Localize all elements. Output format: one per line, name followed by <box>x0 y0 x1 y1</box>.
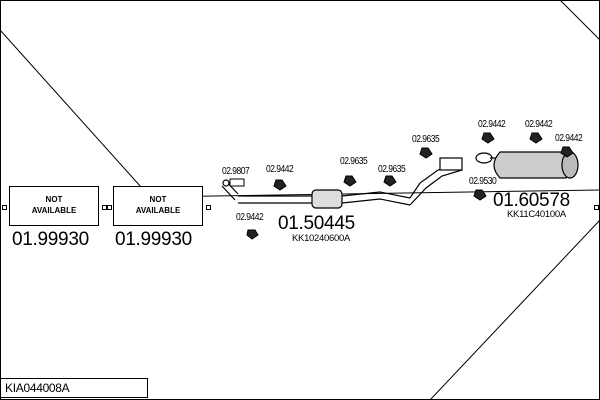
connector-dot <box>102 205 107 210</box>
connector-dot <box>107 205 112 210</box>
part-code-3: KK10240600A <box>292 233 350 244</box>
part-label: 02.9635 <box>412 134 440 145</box>
not-available-box-2: NOT AVAILABLE <box>113 186 203 226</box>
part-number-2: 01.99930 <box>115 229 192 250</box>
na-line-2: AVAILABLE <box>135 206 181 215</box>
hanger-parts <box>229 132 574 240</box>
part-number-4: 01.60578 <box>493 190 570 211</box>
part-label: 02.9442 <box>266 164 294 175</box>
na-line-1: NOT <box>149 195 167 205</box>
part-code-4: KK11C40100A <box>507 209 566 220</box>
diagram-title: KIA044008A <box>0 378 148 398</box>
part-label: 02.9442 <box>555 133 583 144</box>
front-pipe-drawing <box>221 157 463 209</box>
na-line-1: NOT <box>45 195 63 205</box>
rear-muffler-drawing <box>475 151 579 179</box>
part-label: 02.9442 <box>236 212 264 223</box>
connector-dot <box>206 205 211 210</box>
part-label: 02.9442 <box>525 119 553 130</box>
part-label: 02.9635 <box>340 156 368 167</box>
part-label: 02.9635 <box>378 164 406 175</box>
part-number-1: 01.99930 <box>12 229 89 250</box>
part-label: 02.9530 <box>469 176 497 187</box>
part-label: 02.9442 <box>478 119 506 130</box>
na-line-2: AVAILABLE <box>31 206 77 215</box>
connector-dot <box>594 205 599 210</box>
connector-dot <box>2 205 7 210</box>
not-available-box-1: NOT AVAILABLE <box>9 186 99 226</box>
part-number-3: 01.50445 <box>278 213 355 234</box>
part-label: 02.9807 <box>222 166 250 177</box>
